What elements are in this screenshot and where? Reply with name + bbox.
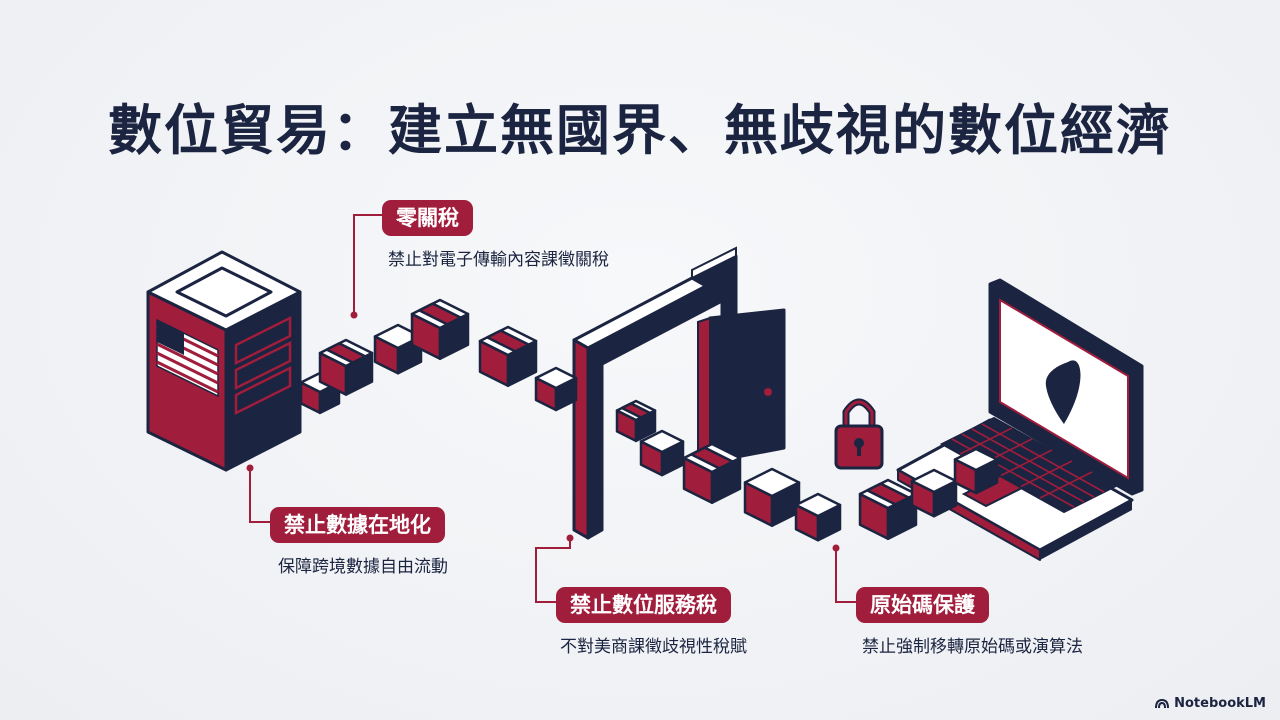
package-top (794, 492, 842, 518)
brand-name: NotebookLM (1174, 696, 1266, 711)
package-icon (953, 447, 999, 495)
callout-desc-data-localization: 保障跨境數據自由流動 (278, 557, 448, 577)
package-top (953, 447, 999, 472)
leader-line-zero-tariff (353, 214, 382, 315)
padlock-icon (834, 398, 884, 470)
package-icon (318, 338, 374, 396)
notebooklm-logo-icon (1155, 698, 1170, 708)
package-tape (325, 342, 367, 364)
package-tape (690, 446, 734, 470)
leader-line-data-localization (249, 468, 270, 523)
package-icon (639, 429, 685, 477)
taiwan-map-icon (1045, 360, 1081, 424)
package-icon (743, 467, 801, 527)
laptop-icon (896, 278, 1144, 561)
package-icon (910, 468, 958, 518)
callout-desc-zero-tariff: 禁止對電子傳輸內容課徵關稅 (388, 250, 609, 270)
gate-icon (572, 246, 738, 540)
callout-label-data-localization: 禁止數據在地化 (270, 507, 445, 543)
package-top (910, 468, 958, 494)
package-tape (620, 402, 652, 419)
callout-label-digital-service-tax: 禁止數位服務稅 (556, 587, 731, 623)
callout-label-source-code: 原始碼保護 (856, 587, 989, 623)
package-icon (373, 323, 423, 375)
package-icon (410, 298, 470, 361)
brand-watermark: NotebookLM (1155, 696, 1266, 711)
door-icon (697, 308, 786, 468)
package-tape (866, 482, 910, 506)
package-tape (486, 329, 530, 353)
us-flag-icon (156, 318, 219, 398)
package-tape (418, 302, 462, 326)
package-icon (534, 366, 578, 412)
callout-desc-source-code: 禁止強制移轉原始碼或演算法 (862, 637, 1083, 657)
leader-line-source-code (835, 548, 856, 603)
callout-label-zero-tariff: 零關稅 (382, 200, 473, 236)
page-title: 數位貿易：建立無國界、無歧視的數位經濟 (108, 99, 1172, 162)
package-icon (682, 442, 742, 505)
package-icon (615, 399, 657, 443)
package-icon (858, 478, 918, 541)
package-top (534, 366, 578, 390)
package-icon (794, 492, 842, 542)
package-top (743, 467, 801, 498)
leader-line-digital-service-tax (535, 538, 571, 603)
package-icon (478, 325, 538, 388)
package-top (639, 429, 685, 454)
callout-desc-digital-service-tax: 不對美商課徵歧視性稅賦 (560, 637, 747, 657)
